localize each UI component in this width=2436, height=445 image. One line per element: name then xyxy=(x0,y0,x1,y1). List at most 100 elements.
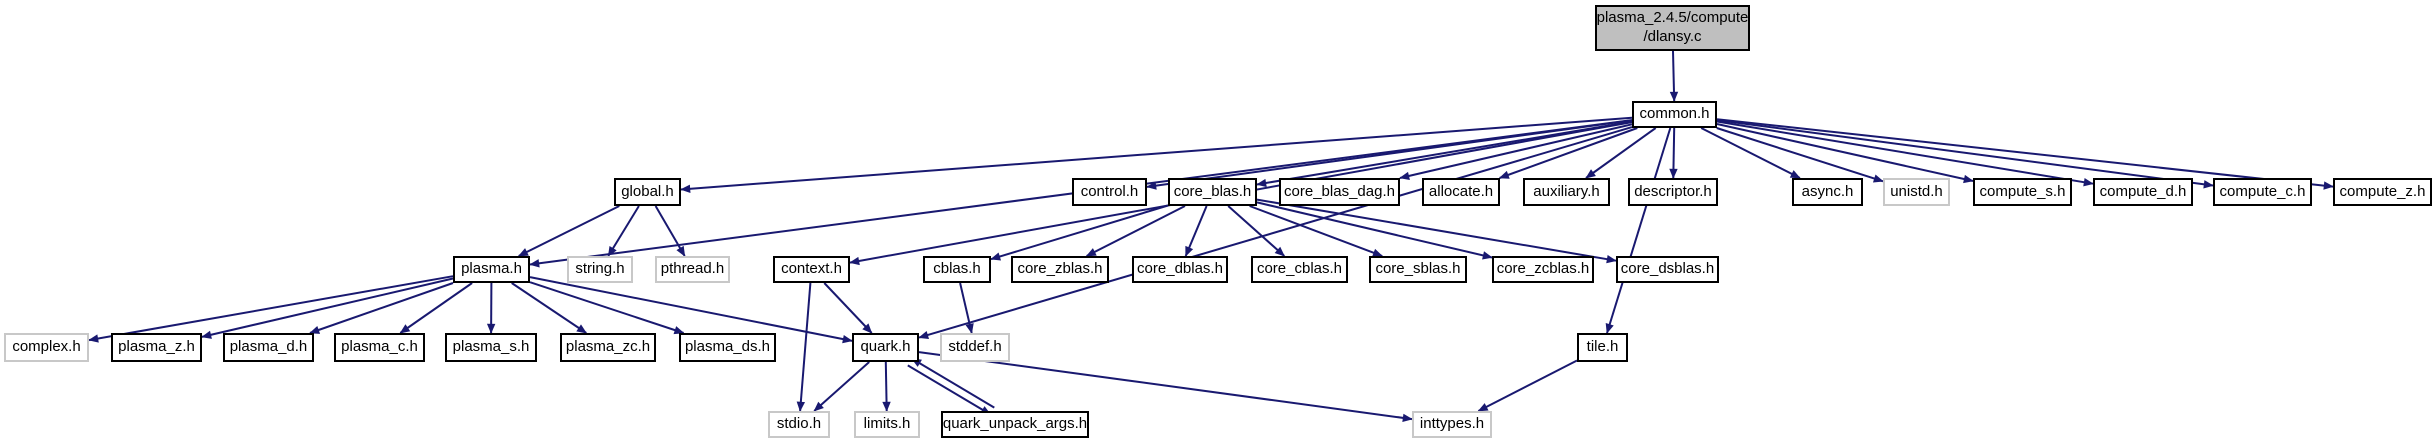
node-plasma_ds[interactable]: plasma_ds.h xyxy=(679,333,776,362)
edge-plasma-plasma_d xyxy=(309,282,454,334)
node-label: compute_c.h xyxy=(2219,182,2306,200)
node-core_zblas[interactable]: core_zblas.h xyxy=(1011,256,1109,283)
node-label: pthread.h xyxy=(660,260,725,278)
node-label: context.h xyxy=(781,260,842,278)
node-label: core_dblas.h xyxy=(1137,260,1223,278)
node-label: core_cblas.h xyxy=(1256,260,1343,278)
edge-global-plasma xyxy=(517,205,620,257)
node-quark[interactable]: quark.h xyxy=(852,333,919,362)
node-common[interactable]: common.h xyxy=(1632,101,1717,128)
node-label: cblas.h xyxy=(933,260,981,278)
node-auxiliary[interactable]: auxiliary.h xyxy=(1523,178,1610,206)
node-quark_unpack_args[interactable]: quark_unpack_args.h xyxy=(941,411,1089,438)
node-label: auxiliary.h xyxy=(1533,182,1600,200)
node-descriptor[interactable]: descriptor.h xyxy=(1628,178,1718,206)
node-label: plasma_z.h xyxy=(118,338,195,356)
node-label: compute_s.h xyxy=(1979,182,2066,200)
node-label: control.h xyxy=(1080,182,1139,200)
edge-dlansy-common xyxy=(1669,50,1679,102)
node-compute_z[interactable]: compute_z.h xyxy=(2333,178,2432,206)
node-inttypes: inttypes.h xyxy=(1412,411,1492,438)
node-label: quark_unpack_args.h xyxy=(942,415,1088,433)
node-core_blas[interactable]: core_blas.h xyxy=(1168,178,1257,206)
edge-quark-inttypes xyxy=(918,351,1413,423)
node-label: /dlansy.c xyxy=(1643,28,1702,45)
node-label: core_zblas.h xyxy=(1017,260,1103,278)
node-plasma_c[interactable]: plasma_c.h xyxy=(334,333,425,362)
node-compute_s[interactable]: compute_s.h xyxy=(1973,178,2072,206)
edge-common-global xyxy=(680,116,1633,193)
edge-common-compute_c xyxy=(1716,119,2214,189)
node-label: inttypes.h xyxy=(1419,415,1485,433)
edge-common-tile xyxy=(1605,127,1672,334)
edge-plasma-plasma_c xyxy=(399,282,473,334)
node-dlansy: plasma_2.4.5/compute/dlansy.c xyxy=(1595,5,1750,51)
node-label: common.h xyxy=(1639,105,1710,123)
edge-common-control xyxy=(1146,119,1633,190)
node-core_dblas[interactable]: core_dblas.h xyxy=(1132,256,1228,283)
node-allocate[interactable]: allocate.h xyxy=(1422,178,1500,206)
node-tile[interactable]: tile.h xyxy=(1577,333,1628,362)
node-string: string.h xyxy=(567,256,633,283)
edge-common-core_blas_dag xyxy=(1399,123,1633,181)
node-label: quark.h xyxy=(860,338,911,356)
node-label: string.h xyxy=(575,260,625,278)
node-complex: complex.h xyxy=(4,333,89,362)
node-label: core_blas.h xyxy=(1173,182,1252,200)
node-label: plasma_d.h xyxy=(229,338,308,356)
node-stddef: stddef.h xyxy=(940,333,1010,362)
node-label: unistd.h xyxy=(1890,182,1943,200)
node-compute_c[interactable]: compute_c.h xyxy=(2213,178,2312,206)
edge-common-compute_s xyxy=(1716,123,1974,184)
node-control[interactable]: control.h xyxy=(1072,178,1147,206)
node-pthread: pthread.h xyxy=(655,256,730,283)
edge-quark-limits xyxy=(882,361,891,412)
node-label: limits.h xyxy=(863,415,911,433)
node-plasma[interactable]: plasma.h xyxy=(453,256,530,283)
edge-context-stdio xyxy=(796,282,812,412)
edge-core_blas-core_zblas xyxy=(1085,205,1186,257)
edge-plasma-plasma_zc xyxy=(511,282,587,334)
node-label: core_sblas.h xyxy=(1375,260,1461,278)
node-limits: limits.h xyxy=(854,411,920,438)
node-stdio: stdio.h xyxy=(768,411,830,438)
node-label: plasma_2.4.5/compute xyxy=(1596,9,1749,27)
edge-core_blas-core_dblas xyxy=(1184,205,1208,257)
node-core_sblas[interactable]: core_sblas.h xyxy=(1369,256,1467,283)
node-core_dsblas[interactable]: core_dsblas.h xyxy=(1616,256,1719,283)
node-async[interactable]: async.h xyxy=(1792,178,1863,206)
edge-common-core_blas xyxy=(1256,120,1633,188)
node-label: allocate.h xyxy=(1428,182,1494,200)
edge-common-descriptor xyxy=(1669,127,1678,179)
node-core_zcblas[interactable]: core_zcblas.h xyxy=(1492,256,1594,283)
node-cblas[interactable]: cblas.h xyxy=(923,256,991,283)
edge-plasma-plasma_z xyxy=(201,277,454,339)
node-label: tile.h xyxy=(1586,338,1619,356)
edge-plasma-complex xyxy=(88,275,454,343)
node-label: async.h xyxy=(1801,182,1854,200)
edge-global-string xyxy=(607,205,640,257)
node-plasma_zc[interactable]: plasma_zc.h xyxy=(560,333,656,362)
node-unistd: unistd.h xyxy=(1883,178,1950,206)
node-compute_d[interactable]: compute_d.h xyxy=(2093,178,2193,206)
node-label: compute_z.h xyxy=(2339,182,2426,200)
edge-common-compute_z xyxy=(1716,118,2334,190)
node-label: plasma.h xyxy=(461,260,522,278)
edge-core_blas-core_zcblas xyxy=(1256,201,1493,260)
node-context[interactable]: context.h xyxy=(773,256,850,283)
node-label: complex.h xyxy=(12,338,81,356)
node-plasma_s[interactable]: plasma_s.h xyxy=(445,333,537,362)
edge-quark-quark_unpack_args xyxy=(907,364,991,416)
edge-common-async xyxy=(1700,127,1801,179)
edge-common-compute_d xyxy=(1716,120,2094,187)
node-plasma_d[interactable]: plasma_d.h xyxy=(223,333,314,362)
node-core_cblas[interactable]: core_cblas.h xyxy=(1251,256,1348,283)
node-global[interactable]: global.h xyxy=(614,178,681,206)
edge-common-quark xyxy=(918,126,1633,340)
node-label: plasma_s.h xyxy=(452,338,530,356)
node-plasma_z[interactable]: plasma_z.h xyxy=(111,333,202,362)
node-core_blas_dag[interactable]: core_blas_dag.h xyxy=(1279,178,1400,206)
node-label: core_dsblas.h xyxy=(1620,260,1715,278)
edge-quark-stdio xyxy=(813,361,870,412)
